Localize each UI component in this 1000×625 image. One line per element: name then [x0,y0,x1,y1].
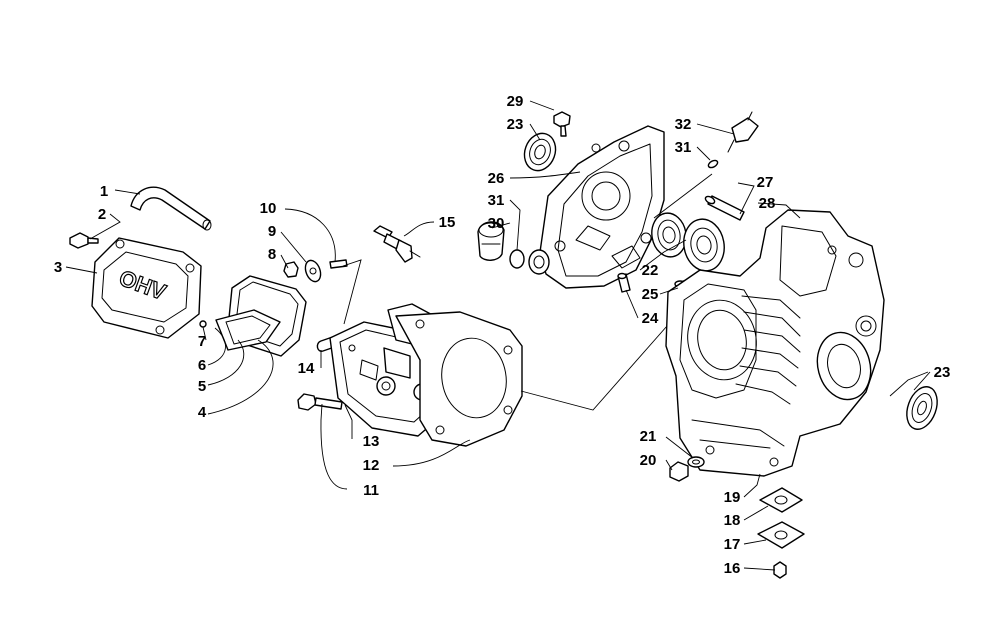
drain-bolt [669,461,689,482]
callout-25: 25 [642,286,659,303]
callout-28: 28 [759,195,776,212]
spark-plug [373,225,421,263]
breather-washer [199,320,207,328]
callout-17: 17 [724,536,741,553]
leader-lines [65,100,931,571]
valve-cover: OHV [91,237,202,339]
oring-31-lower [509,249,525,269]
callout-14: 14 [298,360,315,377]
callout-6: 6 [198,357,206,374]
cover-bolt [69,232,99,249]
callout-29: 29 [507,93,524,110]
callout-3: 3 [54,259,62,276]
callout-8: 8 [268,246,276,263]
callout-11: 11 [363,482,379,499]
callout-1: 1 [100,183,108,200]
bearing-22b [683,218,725,272]
oil-fill-plug [477,221,505,261]
callout-5: 5 [198,378,206,395]
callout-26: 26 [488,170,505,187]
callout-10: 10 [260,200,277,217]
crank-oil-seal [906,386,938,430]
oring-31-upper [707,159,719,169]
callout-30: 30 [488,215,505,232]
drain-plug [283,261,299,278]
crankcase-cover [539,125,665,289]
callout-labels: 1 2 3 4 5 6 7 8 9 10 11 12 13 14 15 16 1… [54,93,951,577]
callout-32: 32 [675,116,692,133]
callout-22: 22 [642,262,659,279]
callout-9: 9 [268,223,276,240]
callout-23-right: 23 [934,364,951,381]
callout-27: 27 [757,174,774,191]
shaft-pin-27 [704,195,745,221]
oil-sensor [727,111,759,153]
guide-gasket [304,259,322,283]
callout-15: 15 [439,214,456,231]
breather-plate [215,309,281,351]
plate-gasket [759,487,803,513]
callout-31-lower: 31 [488,192,505,209]
crankcase [665,209,885,477]
plate-bolt [773,561,787,579]
callout-7: 7 [198,333,206,350]
callout-13: 13 [363,433,380,450]
callout-24: 24 [642,310,659,327]
cover-plate [757,521,805,549]
callout-21: 21 [640,428,657,445]
callout-16: 16 [724,560,741,577]
cover-bolt-29 [553,111,571,137]
cover-seal-26 [528,249,550,275]
callout-31-upper: 31 [675,139,692,156]
drain-washer [687,456,705,468]
callout-2: 2 [98,206,106,223]
callout-12: 12 [363,457,380,474]
callout-18: 18 [724,512,741,529]
callout-23-upper: 23 [507,116,524,133]
breather-tube [130,186,212,231]
callout-19: 19 [724,489,741,506]
head-dowel-small [329,259,348,269]
callout-20: 20 [640,452,657,469]
head-gasket [395,311,523,447]
cover-oil-seal [523,132,557,172]
dowel-pin-24 [617,272,631,293]
head-bolt [297,393,343,411]
callout-4: 4 [198,404,207,421]
